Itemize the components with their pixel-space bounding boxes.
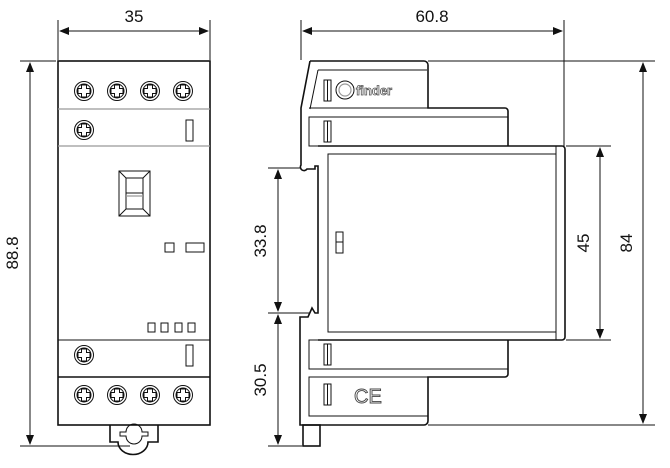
side-view: 60.8 finder CE 33.8 30.5 45 84 bbox=[251, 7, 655, 447]
svg-text:finder: finder bbox=[356, 83, 392, 98]
din-clip bbox=[109, 425, 159, 456]
body-height-label: 84 bbox=[617, 234, 636, 253]
terminal-screws bbox=[74, 81, 193, 405]
front-cover bbox=[327, 153, 557, 333]
front-view: 35 88.8 bbox=[3, 7, 211, 456]
ce-mark: CE bbox=[354, 386, 382, 408]
rail-lower-label: 30.5 bbox=[251, 363, 270, 396]
cover-height-label: 45 bbox=[574, 234, 593, 253]
height-dimension-label: 88.8 bbox=[3, 236, 22, 269]
led-indicators bbox=[147, 322, 196, 333]
rail-upper-label: 33.8 bbox=[251, 224, 270, 257]
indicator-square bbox=[164, 242, 175, 253]
front-housing bbox=[57, 60, 211, 426]
indicator-rect bbox=[185, 242, 205, 253]
din-clip-side bbox=[302, 424, 321, 447]
depth-dimension-label: 60.8 bbox=[415, 7, 448, 26]
width-dimension-label: 35 bbox=[125, 7, 144, 26]
display-window bbox=[118, 170, 151, 217]
finder-logo: finder bbox=[335, 80, 393, 100]
